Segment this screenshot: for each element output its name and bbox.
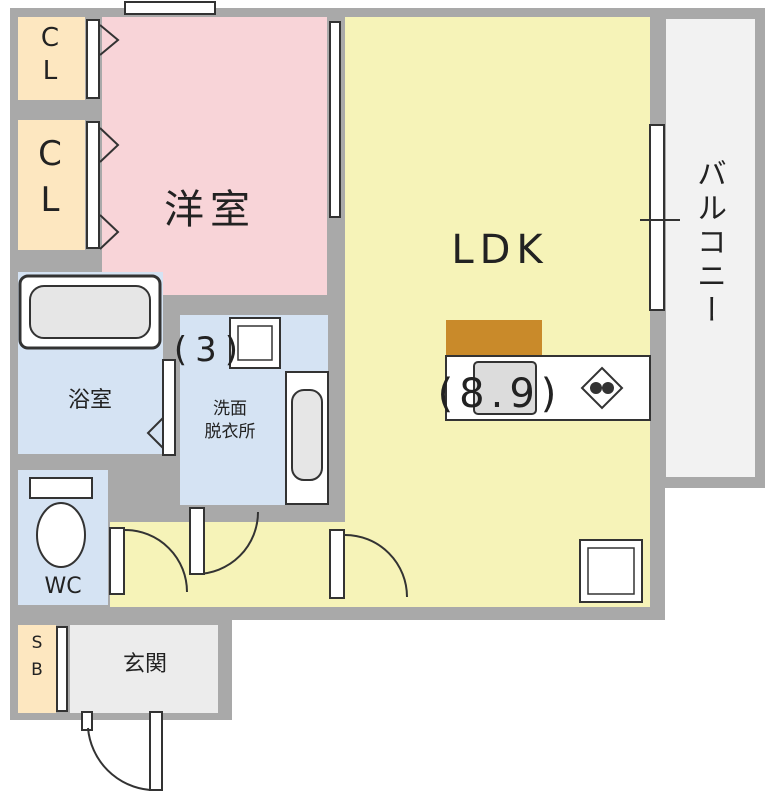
bathtub-inner bbox=[29, 285, 151, 339]
closet-door-2 bbox=[86, 121, 100, 249]
ldk-size: (8.9) bbox=[437, 371, 563, 417]
vanity-basin bbox=[291, 389, 323, 481]
closet-floor-1 bbox=[18, 17, 85, 100]
kitchen-cabinet bbox=[446, 320, 542, 356]
ldk-door bbox=[329, 529, 345, 599]
entrance-label: 玄関 bbox=[122, 652, 167, 677]
closet-door-1 bbox=[86, 19, 100, 99]
closet-floor-2 bbox=[18, 120, 85, 250]
western-room-size: (3) bbox=[173, 330, 247, 370]
washer-pan-inner bbox=[237, 325, 273, 361]
washroom-door bbox=[189, 507, 205, 575]
entrance-door-frame bbox=[81, 711, 93, 731]
sliding-door bbox=[329, 21, 341, 218]
closet-door-1-swing bbox=[99, 24, 120, 56]
bathroom-floor bbox=[18, 352, 163, 454]
wc-door bbox=[109, 527, 125, 595]
washroom-label: 洗面 脱衣所 bbox=[204, 399, 256, 442]
shoebox-floor bbox=[18, 625, 56, 713]
western-room-floor bbox=[102, 17, 327, 295]
balcony-window bbox=[649, 124, 665, 311]
washroom-door-swing bbox=[195, 511, 259, 575]
toilet-tank bbox=[29, 477, 93, 499]
bathroom-door-swing bbox=[146, 417, 164, 449]
shoebox-label: S B bbox=[31, 633, 43, 681]
bathroom-label: 浴室 bbox=[67, 388, 112, 413]
toilet-bowl bbox=[36, 502, 86, 568]
entrance-door-swing bbox=[87, 727, 151, 791]
ldk-door-swing bbox=[344, 534, 408, 598]
entrance-floor bbox=[70, 625, 218, 713]
bathroom-door bbox=[162, 359, 176, 456]
balcony-label: バルコニー bbox=[691, 158, 726, 328]
fridge-pan-inner bbox=[587, 547, 635, 595]
burner-1 bbox=[590, 382, 602, 394]
closet-door-2-swing-a bbox=[99, 127, 120, 163]
ldk-floor bbox=[345, 17, 650, 317]
shoebox-door bbox=[56, 626, 68, 712]
wc-label: WC bbox=[44, 574, 82, 599]
wc-door-swing bbox=[124, 529, 188, 593]
closet-label-2: C L bbox=[38, 134, 62, 220]
entrance-door bbox=[149, 711, 163, 791]
top-window bbox=[124, 1, 216, 15]
balcony-floor bbox=[666, 19, 755, 477]
western-room-name: 洋室 bbox=[164, 187, 256, 233]
kitchen-sink bbox=[473, 361, 537, 415]
burner-2 bbox=[602, 382, 614, 394]
ldk-name: LDK bbox=[451, 227, 549, 273]
closet-label-1: C L bbox=[40, 23, 60, 86]
western-room-label: 洋室 (3) bbox=[120, 90, 300, 419]
fridge-pan bbox=[579, 539, 643, 603]
closet-door-2-swing-b bbox=[99, 214, 120, 250]
ldk-label: LDK (8.9) bbox=[400, 130, 600, 466]
